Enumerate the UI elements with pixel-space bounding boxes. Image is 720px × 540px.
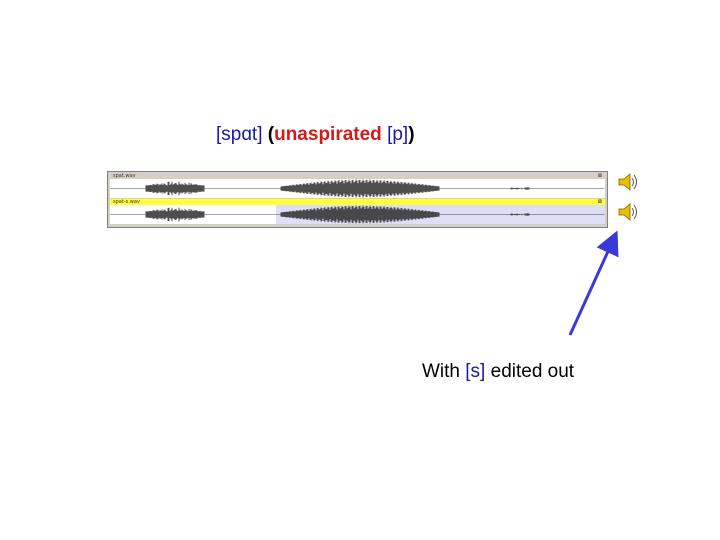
title-open-paren: ( (267, 124, 275, 145)
track-label: spat-s.wav (113, 199, 140, 205)
waveform-original[interactable] (110, 179, 605, 198)
speaker-icon[interactable] (616, 200, 640, 224)
caption: With [s] edited out (422, 361, 574, 383)
waveform-trace (110, 205, 605, 224)
speaker-icon[interactable] (616, 170, 640, 194)
waveform-edited[interactable] (110, 205, 605, 224)
track-close-button[interactable]: ⊠ (597, 173, 602, 179)
caption-suffix: edited out (490, 361, 575, 382)
title-transcription: [spɑt] (216, 124, 263, 145)
caption-prefix: With (422, 361, 460, 382)
waveform-editor[interactable]: spat.wav ⊠ spat-s.wav ⊠ (107, 171, 608, 228)
track-label: spat.wav (113, 173, 136, 179)
track-header[interactable]: spat-s.wav ⊠ (110, 199, 605, 205)
slide-title: [spɑt] (unaspirated [p]) (216, 124, 415, 146)
waveform-trace (110, 179, 605, 198)
title-emphasis: unaspirated (274, 124, 382, 145)
caption-phone: [s] (465, 361, 486, 382)
title-close-paren: ) (408, 124, 415, 145)
track-close-button[interactable]: ⊠ (597, 199, 602, 205)
title-phone: [p] (387, 124, 409, 145)
track-header[interactable]: spat.wav ⊠ (110, 173, 605, 179)
track-original[interactable]: spat.wav ⊠ (110, 173, 605, 199)
track-edited[interactable]: spat-s.wav ⊠ (110, 199, 605, 225)
